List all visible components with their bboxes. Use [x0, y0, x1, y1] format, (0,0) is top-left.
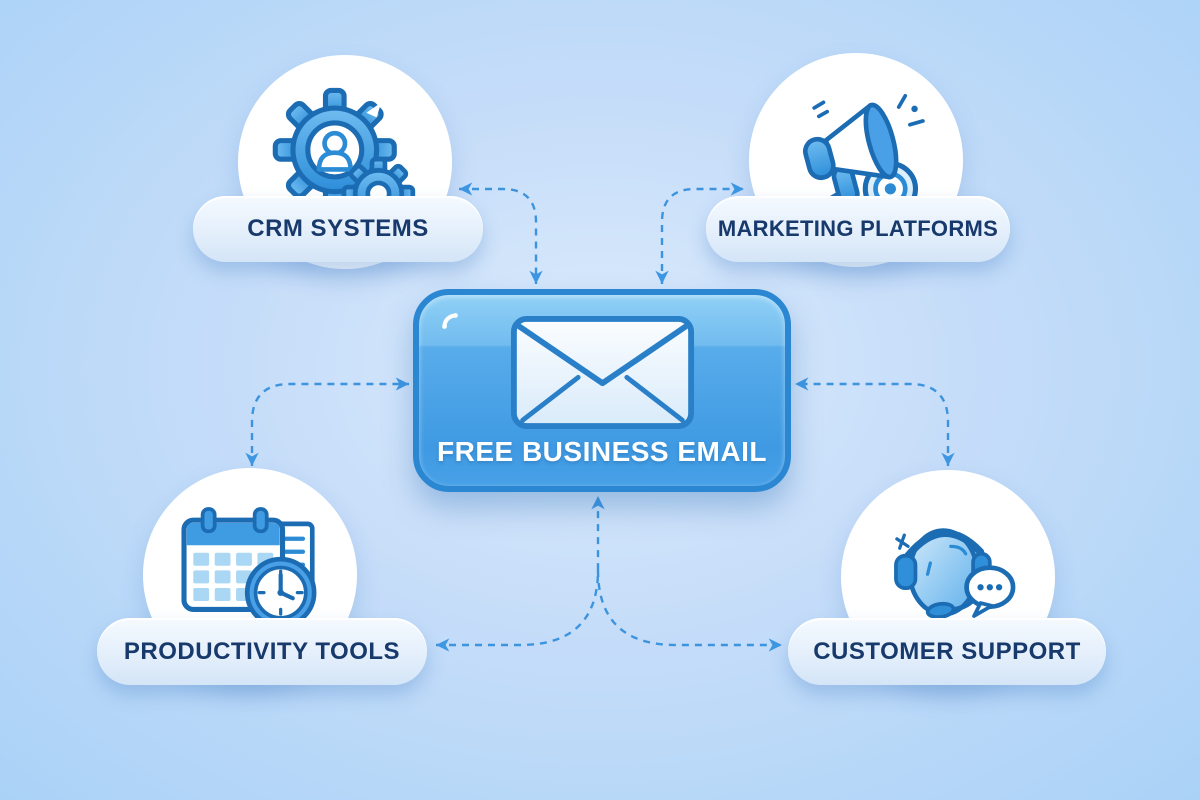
support-label: CUSTOMER SUPPORT	[813, 637, 1081, 665]
connector-fork-right	[596, 569, 782, 652]
phone-icon	[442, 313, 458, 329]
marketing-label: MARKETING PLATFORMS	[717, 216, 999, 241]
connector-fork-left-up	[436, 496, 605, 652]
crm-label-pill: CRM SYSTEMS	[193, 196, 483, 262]
productivity-label: PRODUCTIVITY TOOLS	[123, 637, 401, 665]
calendar-clock-icon	[181, 507, 317, 629]
connector-crm-to-card	[459, 182, 543, 284]
productivity-label-pill: PRODUCTIVITY TOOLS	[97, 618, 427, 685]
envelope-icon	[510, 316, 694, 429]
productivity-icon-circle	[143, 468, 357, 682]
free-business-email-card: FREE BUSINESS EMAIL	[413, 289, 791, 492]
connector-support-to-card	[795, 377, 955, 466]
connector-productivity-to-card	[245, 377, 409, 466]
support-label-pill: CUSTOMER SUPPORT	[788, 618, 1106, 685]
headset-agent-icon	[894, 528, 1016, 620]
card-title: FREE BUSINESS EMAIL	[437, 436, 767, 467]
crm-label: CRM SYSTEMS	[247, 215, 429, 242]
marketing-label-pill: MARKETING PLATFORMS	[706, 196, 1010, 262]
